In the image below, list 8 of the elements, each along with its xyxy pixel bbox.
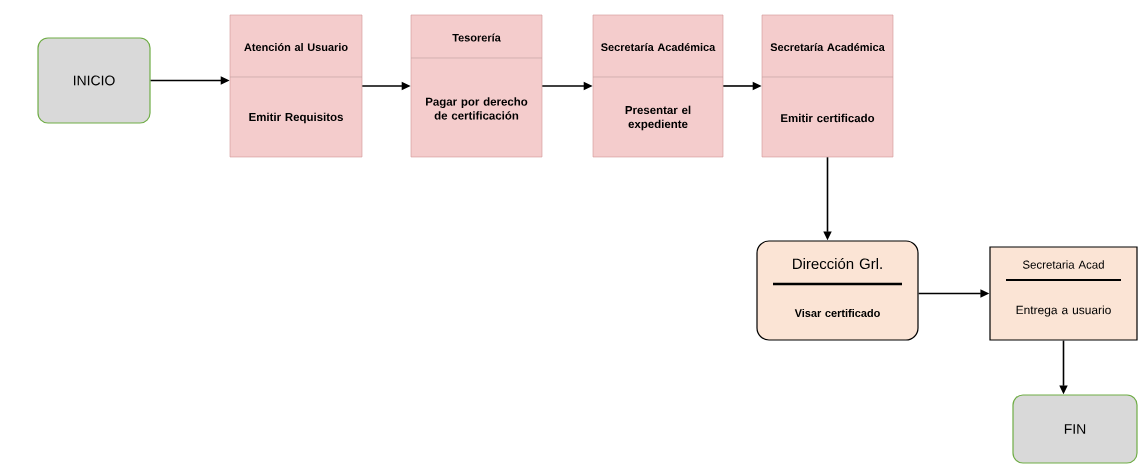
process-box: Atención al Usuario Emitir Requisitos (229, 14, 363, 158)
process-box: Secretaría Académica Presentar el expediente (592, 14, 724, 158)
terminal-box: INICIO (37, 37, 151, 124)
process-box: Secretaría Académica Emitir certificado (761, 14, 894, 158)
process-box: Secretaria Acad Entrega a usuario (989, 246, 1138, 341)
process-box: Tesorería Pagar por derecho de certificación (410, 14, 543, 158)
process-box: Dirección Grl. Visar certificado (756, 240, 919, 341)
terminal-box: FIN (1012, 394, 1138, 464)
